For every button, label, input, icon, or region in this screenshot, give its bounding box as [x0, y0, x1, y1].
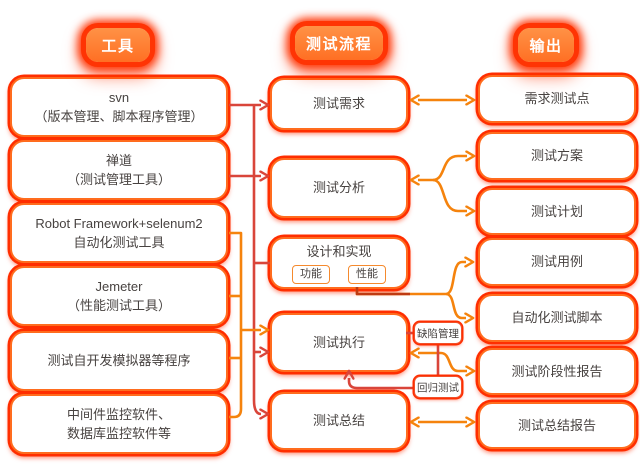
wire-test-analysis-to-test-plan: [432, 178, 467, 211]
output-node-automation-scripts-label: 自动化测试脚本: [511, 310, 603, 326]
tool-node-svn-line1: svn: [108, 89, 130, 105]
column-header-tools-label: 工具: [101, 37, 135, 55]
tool-node-simulator: 测试自开发模拟器等程序: [10, 331, 228, 391]
tool-node-zentao: 禅道 （测试管理工具）: [10, 140, 228, 200]
output-node-test-cases-label: 测试用例: [530, 254, 583, 270]
output-node-stage-report: 测试阶段性报告: [478, 348, 636, 395]
output-node-test-plan: 测试计划: [478, 188, 636, 235]
output-node-test-cases: 测试用例: [478, 238, 636, 286]
tool-node-jmeter: Jemeter （性能测试工具）: [10, 266, 228, 326]
column-header-output: 输出: [518, 28, 574, 62]
process-node-test-summary-label: 测试总结: [312, 413, 365, 429]
column-header-tools: 工具: [86, 28, 150, 62]
tool-node-robot-framework-line1: Robot Framework+selenum2: [35, 215, 203, 231]
process-node-test-execution-label: 测试执行: [312, 334, 365, 350]
badge-defect-management: 缺陷管理: [414, 322, 462, 344]
wire-orange-trunk: [229, 231, 243, 419]
tool-node-robot-framework: Robot Framework+selenum2 自动化测试工具: [10, 203, 228, 263]
output-node-test-plan-label: 测试计划: [530, 203, 583, 219]
output-node-stage-report-label: 测试阶段性报告: [511, 363, 603, 379]
wire-test-execution-to-stage-report: [418, 353, 467, 371]
process-node-test-analysis-label: 测试分析: [312, 180, 365, 196]
process-node-test-requirements: 测试需求: [270, 78, 408, 130]
tool-node-svn: svn （版本管理、脚本程序管理）: [10, 77, 228, 137]
output-node-test-scheme-label: 测试方案: [530, 148, 583, 164]
output-node-automation-scripts: 自动化测试脚本: [478, 294, 636, 342]
process-node-test-analysis: 测试分析: [270, 158, 408, 218]
design-badge-row: 功能 性能: [292, 264, 386, 284]
tool-node-svn-line2: （版本管理、脚本程序管理）: [34, 109, 204, 124]
tool-node-zentao-line1: 禅道: [105, 152, 132, 168]
column-header-output-label: 输出: [529, 37, 563, 55]
column-header-process: 测试流程: [295, 26, 383, 60]
process-node-test-summary: 测试总结: [270, 392, 408, 450]
output-node-summary-report-label: 测试总结报告: [517, 417, 596, 433]
tool-node-jmeter-line1: Jemeter: [95, 278, 143, 294]
wire-test-analysis-to-test-scheme: [418, 156, 467, 180]
badge-defect-management-label: 缺陷管理: [417, 327, 459, 340]
output-node-requirement-test-points-label: 需求测试点: [524, 91, 590, 107]
output-node-requirement-test-points: 需求测试点: [478, 75, 636, 123]
badge-performance: 性能: [348, 264, 386, 284]
badge-regression-test: 回归测试: [414, 376, 462, 398]
tool-node-robot-framework-line2: 自动化测试工具: [73, 235, 165, 250]
process-node-test-requirements-label: 测试需求: [312, 96, 365, 112]
badge-regression-test-label: 回归测试: [417, 381, 459, 394]
output-node-summary-report: 测试总结报告: [478, 402, 636, 449]
output-node-test-scheme: 测试方案: [478, 132, 636, 180]
process-node-test-execution: 测试执行: [270, 313, 408, 372]
column-header-process-label: 测试流程: [305, 35, 372, 53]
wire-design-to-automation-scripts: [445, 292, 466, 318]
tool-node-zentao-line2: （测试管理工具）: [66, 172, 171, 187]
tool-node-simulator-line1: 测试自开发模拟器等程序: [47, 353, 191, 369]
tool-node-jmeter-line2: （性能测试工具）: [66, 298, 171, 313]
process-node-design-implementation: 设计和实现 功能 性能: [270, 237, 408, 289]
wire-regression-test-to-test-execution: [349, 378, 415, 390]
process-node-design-implementation-label: 设计和实现: [306, 244, 372, 260]
tool-node-middleware-monitor-line2: 数据库监控软件等: [66, 426, 171, 441]
tool-node-middleware-monitor: 中间件监控软件、 数据库监控软件等: [10, 394, 228, 454]
badge-function: 功能: [292, 264, 330, 284]
wire-red-trunk-to-test-summary: [252, 105, 261, 414]
tool-node-middleware-monitor-line1: 中间件监控软件、: [66, 406, 171, 422]
